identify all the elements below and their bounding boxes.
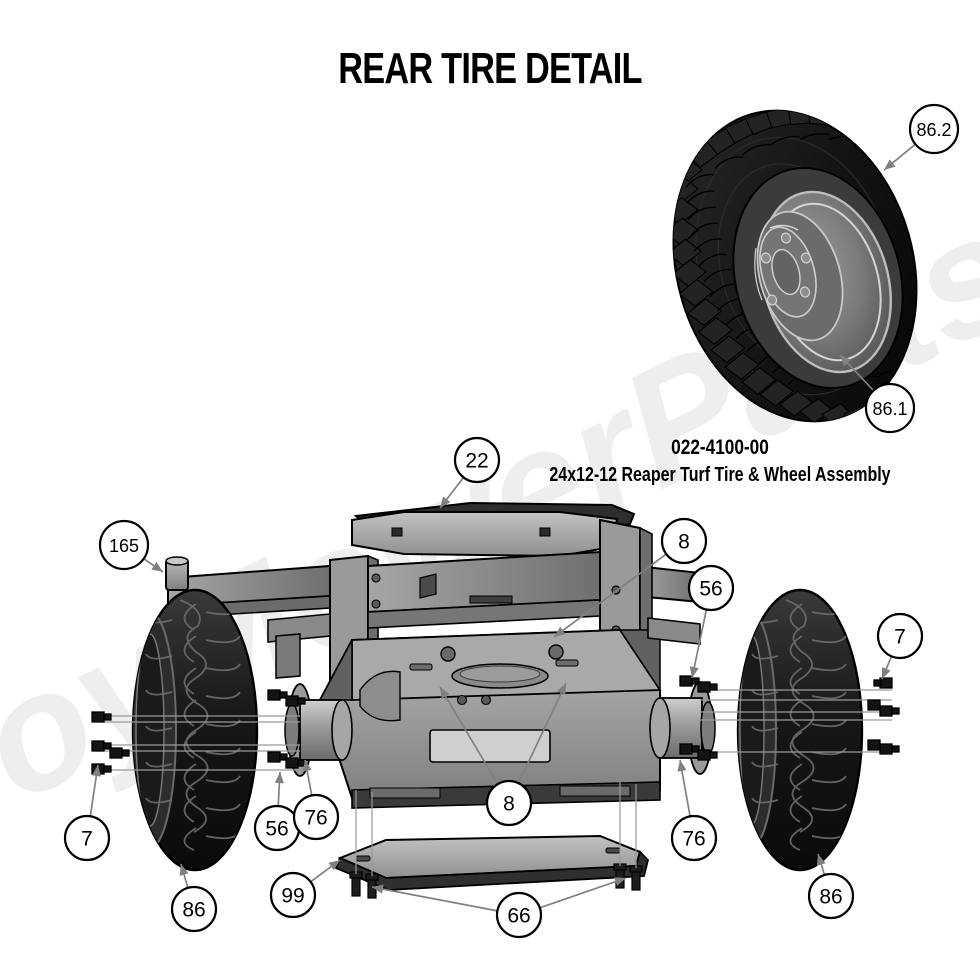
callout-leader-line bbox=[439, 686, 499, 785]
callout-bubble-56[interactable]: 56 bbox=[687, 564, 735, 612]
callout-bubble-8[interactable]: 8 bbox=[485, 779, 533, 827]
left-wheel-hub-spindle bbox=[284, 683, 353, 777]
leader-arrowhead bbox=[302, 760, 312, 772]
detail-tire-assembly bbox=[663, 106, 952, 428]
callout-number: 86.2 bbox=[916, 120, 951, 140]
callout-circle[interactable] bbox=[864, 382, 916, 434]
callout-number: 165 bbox=[109, 536, 139, 556]
callout-circle[interactable] bbox=[495, 891, 543, 939]
leader-arrowhead bbox=[882, 667, 891, 679]
leader-arrowhead bbox=[614, 877, 626, 886]
callout-circle[interactable] bbox=[660, 517, 708, 565]
right-lug-hardware bbox=[679, 675, 900, 761]
callout-number: 56 bbox=[265, 818, 288, 841]
callout-layer: 86.2 86.1 22 165 8 56 7 7 86 56 76 99 8 76 86 66 bbox=[63, 103, 960, 939]
leader-arrowhead bbox=[557, 683, 566, 695]
callout-circle[interactable] bbox=[63, 814, 111, 862]
lower-deck-plate bbox=[334, 782, 649, 899]
leader-arrowhead bbox=[151, 561, 163, 572]
detail-part-number: 022-4100-00 bbox=[671, 436, 769, 459]
callout-circle[interactable] bbox=[687, 564, 735, 612]
leader-arrowhead bbox=[840, 355, 851, 367]
callout-leader-line bbox=[539, 877, 627, 909]
leader-arrowhead bbox=[91, 765, 101, 777]
callout-number: 56 bbox=[699, 578, 722, 601]
callout-leader-line bbox=[371, 886, 498, 912]
rear-frame-assembly bbox=[91, 501, 900, 899]
callout-bubble-165[interactable]: 165 bbox=[98, 519, 150, 571]
callout-circle[interactable] bbox=[170, 885, 218, 933]
callout-number: 7 bbox=[894, 626, 906, 649]
callout-bubble-86-2[interactable]: 86.2 bbox=[908, 103, 960, 155]
callout-bubble-76[interactable]: 76 bbox=[292, 793, 340, 841]
callout-number: 66 bbox=[507, 905, 530, 928]
callout-leader-line bbox=[553, 553, 667, 638]
callout-number: 86.1 bbox=[872, 399, 907, 419]
leader-arrowhead bbox=[328, 860, 340, 871]
callout-leader-line bbox=[517, 682, 567, 784]
callout-circle[interactable] bbox=[485, 779, 533, 827]
leader-arrowhead bbox=[274, 772, 285, 784]
right-rear-tire bbox=[736, 588, 864, 872]
callout-circle[interactable] bbox=[453, 436, 501, 484]
callout-number: 8 bbox=[503, 793, 515, 816]
left-rear-tire bbox=[131, 588, 259, 872]
callout-bubble-8[interactable]: 8 bbox=[660, 517, 708, 565]
leader-arrowhead bbox=[440, 496, 451, 508]
leader-arrowhead bbox=[677, 760, 687, 772]
callout-circle[interactable] bbox=[908, 103, 960, 155]
callout-leader-line bbox=[691, 609, 708, 679]
leader-arrowhead bbox=[884, 159, 896, 170]
detail-part-description: 24x12-12 Reaper Turf Tire & Wheel Assemb… bbox=[549, 464, 891, 486]
leader-arrowhead bbox=[689, 666, 699, 678]
callout-bubble-99[interactable]: 99 bbox=[269, 871, 317, 919]
leader-arrowhead bbox=[179, 864, 189, 876]
callout-bubble-7[interactable]: 7 bbox=[876, 612, 924, 660]
callout-bubble-86-1[interactable]: 86.1 bbox=[864, 382, 916, 434]
lug-bolt-holes bbox=[760, 232, 812, 306]
callout-bubble-22[interactable]: 22 bbox=[453, 436, 501, 484]
leader-arrowhead bbox=[554, 626, 566, 637]
callout-bubble-66[interactable]: 66 bbox=[495, 891, 543, 939]
callout-bubble-86[interactable]: 86 bbox=[170, 885, 218, 933]
callout-circle[interactable] bbox=[807, 872, 855, 920]
callout-circle[interactable] bbox=[292, 793, 340, 841]
callout-number: 76 bbox=[304, 807, 327, 830]
callout-bubble-86[interactable]: 86 bbox=[807, 872, 855, 920]
callout-number: 86 bbox=[182, 899, 205, 922]
leader-arrowhead bbox=[372, 884, 384, 894]
leader-arrowhead bbox=[440, 687, 450, 699]
frame-rails bbox=[165, 518, 701, 809]
callout-number: 99 bbox=[281, 885, 304, 908]
callout-number: 86 bbox=[819, 886, 842, 909]
callout-circle[interactable] bbox=[876, 612, 924, 660]
callout-circle[interactable] bbox=[98, 519, 150, 571]
callout-bubble-56[interactable]: 56 bbox=[253, 804, 301, 852]
upper-deck-plate bbox=[351, 501, 636, 558]
callout-number: 7 bbox=[81, 828, 93, 851]
callout-number: 8 bbox=[678, 531, 690, 554]
callout-number: 76 bbox=[682, 828, 705, 851]
callout-number: 22 bbox=[465, 450, 488, 473]
callout-bubble-76[interactable]: 76 bbox=[670, 814, 718, 862]
callout-bubble-7[interactable]: 7 bbox=[63, 814, 111, 862]
callout-circle[interactable] bbox=[670, 814, 718, 862]
page-title: REAR TIRE DETAIL bbox=[338, 44, 642, 93]
callout-circle[interactable] bbox=[269, 871, 317, 919]
leader-arrowhead bbox=[816, 854, 826, 866]
